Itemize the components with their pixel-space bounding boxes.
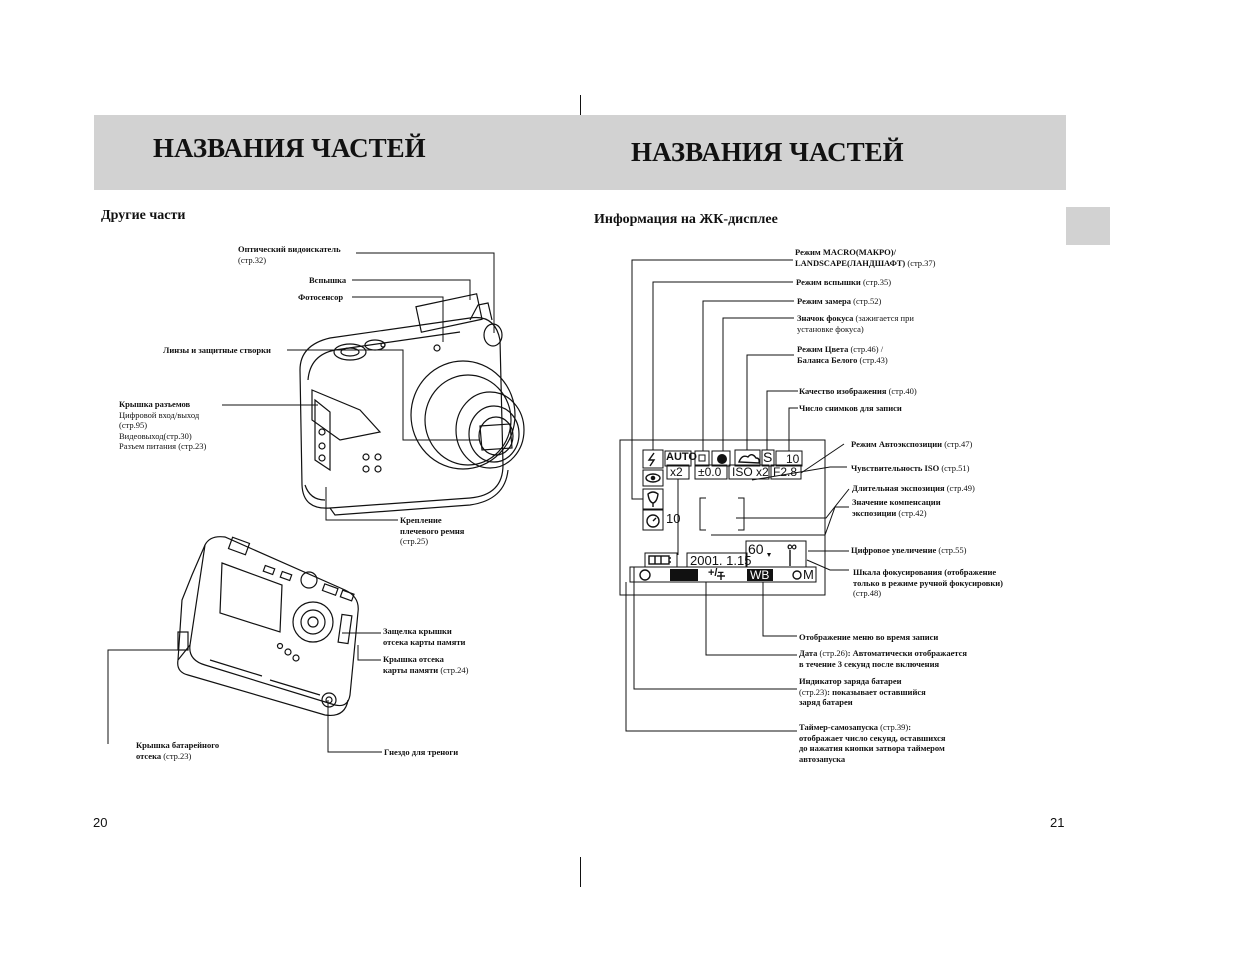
lcd-auto: AUTO [666,451,697,463]
label-macro-mode: Режим MACRO(МАКРО)/LANDSCAPE(ЛАНДШАФТ) (… [795,247,936,268]
lcd-quality: S [763,449,773,465]
lcd-shots: 10 [786,452,800,466]
label-image-quality: Качество изображения (стр.40) [799,386,917,396]
label-date: Дата (стр.26): Автоматически отображаетс… [799,648,968,669]
page-number-left: 20 [93,815,108,830]
label-color-mode: Режим Цвета (стр.46) /Баланса Белого (ст… [797,344,888,365]
label-long-exposure: Длительная экспозиция (стр.49) [852,483,975,493]
label-metering-mode: Режим замера (стр.52) [797,296,882,306]
lcd-infinity: ∞ [787,538,797,554]
page-number-right: 21 [1050,815,1065,830]
label-connector-cover: Крышка разъемов Цифровой вход/выход (стр… [119,399,207,451]
label-lens: Линзы и защитные створки [163,345,271,355]
lcd-wb: WB [750,568,770,582]
lcd-shutter: 60 [748,541,764,557]
left-subtitle: Другие части [101,208,186,223]
label-battery-indicator: Индикатор заряда батареи(стр.23): показы… [799,676,926,707]
label-self-timer: Таймер-самозапуска (стр.39): отображает … [799,722,946,764]
lcd-timer-seconds: 10 [666,511,681,526]
lcd-zoom: x2 [670,465,683,479]
page-title-left: НАЗВАНИЯ ЧАСТЕЙ [153,133,426,163]
lcd-ev: ±0.0 [698,465,722,479]
lcd-plus-minus: +/− [708,567,724,579]
lcd-date: 2001. 1.15 [690,553,752,568]
label-menu-display: Отображение меню во время записи [799,632,939,642]
label-iso: Чувствительность ISO (стр.51) [851,463,970,473]
header-band [94,115,1066,190]
label-flash-mode: Режим вспышки (стр.35) [796,277,892,287]
label-flash: Вспышка [309,275,347,285]
label-photosensor: Фотосенсор [298,292,344,302]
right-subtitle: Информация на ЖК-дисплее [594,212,778,227]
label-viewfinder: Оптический видоискатель(стр.32) [238,244,341,265]
lcd-mode-m: M [803,567,814,582]
label-ae-mode: Режим Автоэкспозиции (стр.47) [851,439,973,449]
label-digital-zoom: Цифровое увеличение (стр.55) [851,545,967,555]
spine-mark-bottom [580,857,581,887]
lcd-iso: ISO x2 [732,465,769,479]
lcd-fnumber: F2.8 [773,465,798,479]
thumb-tab [1066,207,1110,245]
spine-mark-top [580,95,581,125]
label-shots-remaining: Число снимков для записи [799,403,902,413]
label-tripod-socket: Гнездо для треноги [384,747,459,757]
page-title-right: НАЗВАНИЯ ЧАСТЕЙ [631,137,904,167]
